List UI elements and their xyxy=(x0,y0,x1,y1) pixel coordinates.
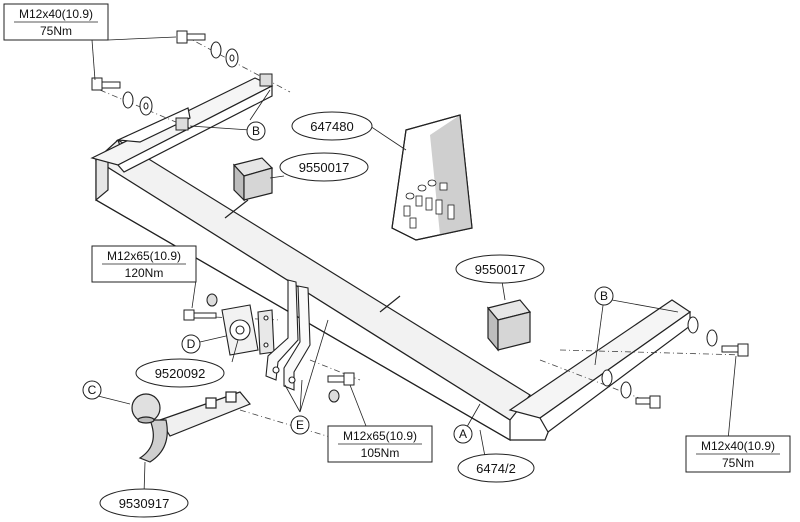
bolt-torque: 75Nm xyxy=(722,456,754,470)
bolt-set-bracket xyxy=(327,372,355,403)
part-number: 6474/2 xyxy=(476,461,516,476)
bolt-torque: 120Nm xyxy=(125,266,164,280)
bolt-shank xyxy=(327,375,347,383)
bolt-shank xyxy=(186,33,206,41)
washer xyxy=(687,316,699,334)
part-label-block-top: 9550017 xyxy=(279,152,369,182)
bolt-head xyxy=(183,309,195,321)
callout-a: A xyxy=(453,424,473,444)
part-number: 647480 xyxy=(310,119,353,134)
kit-bolts xyxy=(403,179,455,229)
part-label-ball: 9530917 xyxy=(99,488,189,518)
washer xyxy=(601,369,613,387)
callout-letter: B xyxy=(252,124,260,138)
bolt-torque: 105Nm xyxy=(361,446,400,460)
bolt-spec: M12x65(10.9) xyxy=(107,249,181,263)
spec-box-bottom-center: M12x65(10.9) 105Nm xyxy=(327,425,433,463)
bolt-shank xyxy=(721,345,741,353)
bolt-head xyxy=(91,77,103,91)
bolt-shank xyxy=(193,312,217,319)
callout-letter: B xyxy=(600,289,608,303)
callout-c: C xyxy=(82,380,102,400)
callout-d: D xyxy=(181,334,201,354)
right-arm xyxy=(508,299,692,433)
bolt-shank xyxy=(101,81,121,89)
washer xyxy=(706,329,718,347)
bolt-torque: 75Nm xyxy=(40,24,72,38)
bolt-set-right-lower xyxy=(601,369,661,409)
spec-box-mid-left: M12x65(10.9) 120Nm xyxy=(91,245,197,283)
washer xyxy=(620,381,632,399)
callout-letter: C xyxy=(88,383,97,397)
washer xyxy=(210,41,222,59)
rubber-block-top xyxy=(232,157,274,202)
main-beam xyxy=(95,139,554,442)
tow-ball xyxy=(131,391,251,463)
part-label-kit: 647480 xyxy=(291,111,373,141)
bolt-head xyxy=(343,372,355,386)
bolt-spec: M12x40(10.9) xyxy=(701,439,775,453)
bolt-spec: M12x40(10.9) xyxy=(19,7,93,21)
bolt-spec: M12x65(10.9) xyxy=(343,429,417,443)
part-number: 9530917 xyxy=(119,496,170,511)
rubber-block-right xyxy=(486,299,532,352)
part-label-plate: 9520092 xyxy=(135,358,225,388)
part-label-beam: 6474/2 xyxy=(457,453,535,483)
spec-box-top-left: M12x40(10.9) 75Nm xyxy=(3,3,109,41)
part-label-block-right: 9550017 xyxy=(455,254,545,284)
nut xyxy=(206,293,218,307)
bolt-set-right-upper xyxy=(687,316,749,357)
bolt-set-top-left-lower xyxy=(91,77,153,116)
spec-box-bottom-right: M12x40(10.9) 75Nm xyxy=(685,435,791,473)
washer xyxy=(122,91,134,109)
bolt-set-top-left-upper xyxy=(176,30,239,68)
callout-e: E xyxy=(290,415,310,435)
callout-b-left: B xyxy=(246,121,266,141)
bolt-set-plate xyxy=(183,293,218,321)
mounting-bracket xyxy=(265,279,311,391)
bolt-head xyxy=(649,395,661,409)
bolt-head xyxy=(176,30,188,44)
nut xyxy=(328,389,340,403)
hardware-kit-panel xyxy=(391,114,473,241)
part-number: 9520092 xyxy=(155,366,206,381)
weld-nuts-left xyxy=(175,73,273,131)
part-number: 9550017 xyxy=(299,160,350,175)
socket-plate xyxy=(221,304,275,356)
part-number: 9550017 xyxy=(475,262,526,277)
callout-letter: E xyxy=(296,418,304,432)
bolt-head xyxy=(737,343,749,357)
callout-letter: D xyxy=(187,337,196,351)
callout-letter: A xyxy=(459,427,467,441)
callout-b-right: B xyxy=(594,286,614,306)
